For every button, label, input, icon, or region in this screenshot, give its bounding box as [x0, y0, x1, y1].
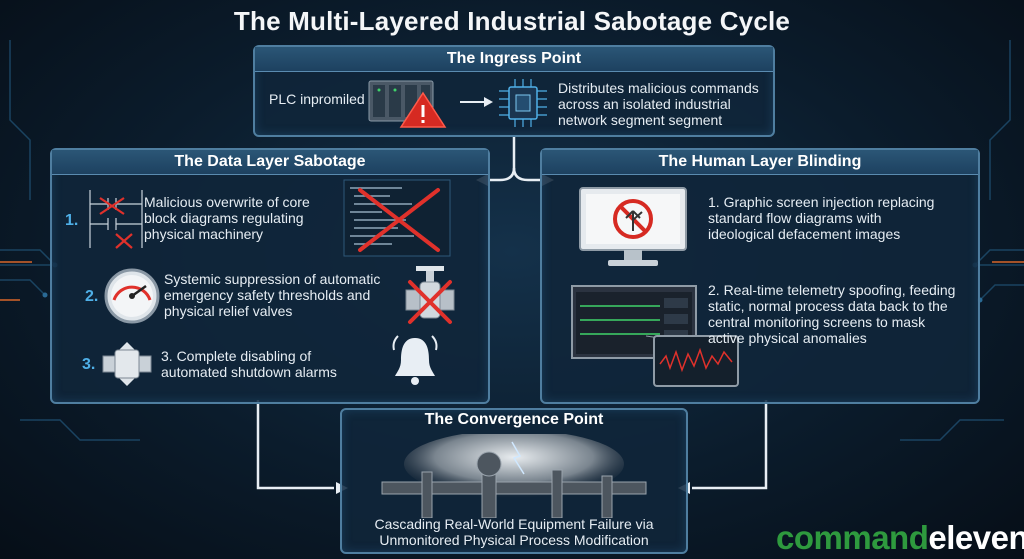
pressure-gauge-icon: [104, 268, 160, 324]
ingress-description: Distributes malicious commands across an…: [558, 80, 759, 128]
data-layer-panel: The Data Layer Sabotage 1. Malicious ove…: [50, 148, 490, 404]
brand-logo: commandeleven: [776, 519, 1024, 557]
arrow-right-icon: [460, 97, 493, 107]
human-item-1-text: 1. Graphic screen injection replacing st…: [708, 194, 935, 242]
page-title: The Multi-Layered Industrial Sabotage Cy…: [233, 6, 791, 36]
code-sabotage-icon: [343, 179, 451, 257]
bell-alarm-icon: [392, 335, 438, 385]
data-item-3-number: 3.: [82, 356, 96, 373]
convergence-description: Cascading Real-World Equipment Failure v…: [374, 516, 654, 548]
brand-logo-part2: eleven: [928, 519, 1024, 556]
ingress-heading: The Ingress Point: [255, 47, 773, 72]
industrial-explosion-image: [381, 434, 647, 518]
relief-valve-icon: [405, 266, 455, 324]
convergence-heading: The Convergence Point: [424, 411, 604, 428]
data-item-3-text: 3. Complete disabling of automated shutd…: [161, 348, 337, 380]
ladder-diagram-icon: [89, 190, 143, 249]
data-item-2-number: 2.: [85, 288, 99, 305]
chip-icon: [499, 79, 547, 127]
data-layer-heading: The Data Layer Sabotage: [52, 150, 488, 175]
data-item-1-number: 1.: [65, 212, 79, 229]
telemetry-monitor-icon: [571, 285, 739, 387]
human-layer-panel: The Human Layer Blinding 1. Graphic scre…: [540, 148, 980, 404]
human-item-2-text: 2. Real-time telemetry spoofing, feeding…: [708, 282, 956, 346]
monitor-blocked-icon: [579, 187, 687, 266]
plc-label: PLC inpromiled: [269, 91, 365, 107]
plc-rack-icon: [368, 80, 447, 128]
convergence-panel: The Convergence Point Cascading Real-Wor…: [340, 408, 688, 554]
data-item-1-text: Malicious overwrite of core block diagra…: [144, 194, 310, 242]
valve-icon: [102, 342, 152, 386]
brand-logo-part1: command: [776, 519, 929, 556]
human-layer-heading: The Human Layer Blinding: [542, 150, 978, 175]
data-item-2-text: Systemic suppression of automatic emerge…: [164, 271, 381, 319]
ingress-panel: The Ingress Point PLC inpromiled Distrib…: [253, 45, 775, 137]
